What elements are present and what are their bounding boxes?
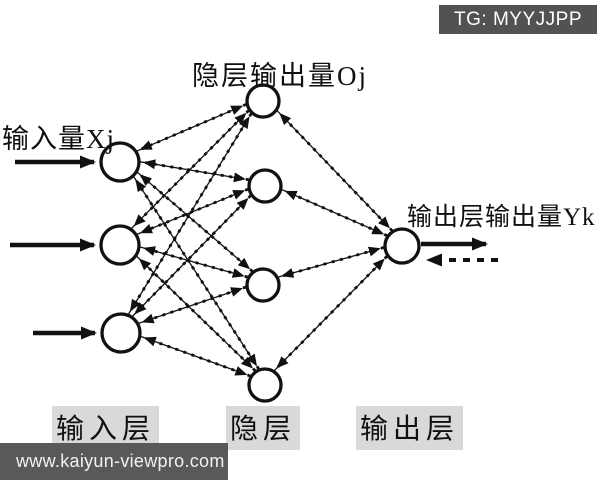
backward-dashed-arrow [133,109,250,227]
backward-dashed-arrow [138,258,257,372]
neuron-node-i2 [99,224,141,266]
backward-dashed-arrow [276,255,388,369]
backward-dashed-arrow [284,190,388,237]
backward-dashed-arrow [143,159,250,182]
forward-connection-arrow [140,161,246,183]
backward-dashed-arrow [139,103,247,151]
neuron-node-h4 [247,367,283,403]
hidden-layer-label: 隐层 [226,406,301,450]
neuron-node-h1 [245,83,281,119]
backward-dashed-arrow [143,336,251,378]
neuron-node-h2 [247,168,283,204]
neuron-node-o1 [383,227,421,265]
output-layer-label: 输出层 [356,406,464,450]
neuron-node-i3 [100,312,142,354]
input-layer-label: 输入层 [52,406,160,450]
forward-connection-arrow [278,246,381,278]
backward-dashed-arrow [279,113,394,232]
backward-dashed-arrow [134,194,252,315]
forward-connection-arrow [273,258,385,371]
forward-connection-arrow [133,176,258,367]
neuron-node-h3 [245,267,281,303]
hidden-output-label: 隐层输出量Oj [192,61,368,91]
output-quantity-label: 输出层输出量Yk [407,204,596,231]
neuron-node-i1 [99,141,141,183]
backward-dashed-arrow [139,187,249,234]
backward-dashed-arrow [135,179,260,370]
backward-dashed-arrow [143,246,248,279]
telegram-watermark-badge: TG: MYYJJPP [439,5,597,34]
backward-dashed-arrow [141,285,247,324]
input-quantity-label: 输入量Xj [2,124,115,154]
backward-dashed-arrow [281,246,385,278]
website-watermark-bar: www.kaiyun-viewpro.com [0,443,228,480]
